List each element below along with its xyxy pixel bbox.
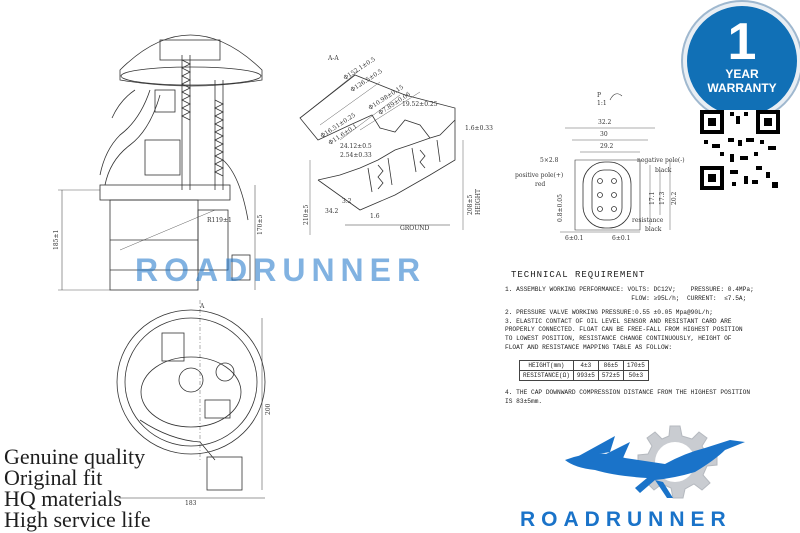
tech-line-5: PROPERLY CONNECTED. FLOAT CAN BE FREE-FA… [505,326,743,334]
conn-v3: 20.2 [671,191,678,205]
conn-w2: 30 [600,131,608,138]
tech-title: TECHNICAL REQUIREMENT [511,270,646,280]
table-cell: 86±5 [597,360,624,372]
technical-requirements: TECHNICAL REQUIREMENT 1. ASSEMBLY WORKIN… [505,270,755,406]
dim-d11: 210±5 [303,205,310,225]
conn-w3: 29.2 [600,143,614,150]
dim-d15: 1.6 [370,213,380,220]
warranty-badge: 1 YEAR WARRANTY [683,2,800,120]
feature-4: High service life [4,507,151,532]
dim-d7: 19.52±0.25 [402,101,438,108]
dim-height-200: 200 [265,403,272,415]
tech-line-7: FLOAT AND RESISTANCE MAPPING TABLE AS FO… [505,343,673,351]
conn-pos-color: red [535,181,545,188]
dim-radius: R119±1 [207,217,232,224]
conn-v1: 17.1 [649,192,656,205]
dim-height-185: 185±1 [53,230,60,250]
table-cell: 50±3 [622,370,649,382]
roadrunner-logo-icon [565,425,745,499]
dim-height-170: 170±5 [257,215,264,235]
tech-line-3: 2. PRESSURE VALVE WORKING PRESSURE:0.55 … [505,309,713,317]
float-resistance-table: HEIGHT(mm) 4±3 86±5 170±5 RESISTANCE(Ω) … [519,360,649,382]
conn-res: resistance [632,217,664,224]
dim-ground: GROUND [400,225,430,232]
table-header-height: HEIGHT(mm) [519,360,574,372]
dim-d10: 1.6±0.33 [465,125,493,132]
conn-h3: 0.8±0.05 [557,194,564,222]
conn-h2: 6±0.1 [612,235,630,242]
tech-line-9: IS 83±5mm. [505,397,543,405]
brand-watermark: ROADRUNNER [135,252,427,288]
brand-name: ROADRUNNER [520,508,732,531]
dim-d13: 34.2 [325,208,339,215]
dim-d9: 2.54±0.33 [340,152,372,159]
conn-pitch: 5×2.8 [540,157,559,164]
conn-h1: 6±0.1 [565,235,583,242]
section-label: A-A [327,55,339,62]
tech-line-6: TO LOWEST POSITION, RESISTANCE CHANGE CO… [505,334,732,342]
dim-d8: 24.12±0.5 [340,143,372,150]
tech-line-4: 3. ELASTIC CONTACT OF OIL LEVEL SENSOR A… [505,317,732,325]
conn-neg-color: black [655,167,672,174]
tech-line-2: FLOW: ≥95L/h; CURRENT: ≤7.5A; [505,294,747,302]
table-cell: 993±5 [572,370,599,382]
table-header-resistance: RESISTANCE(Ω) [519,370,574,382]
table-cell: 170±5 [622,360,649,372]
qr-code-icon [700,110,780,190]
feature-1: Genuine quality [4,444,146,469]
tech-line-1: 1. ASSEMBLY WORKING PERFORMANCE: VOLTS: … [505,286,754,293]
conn-v2: 17.3 [659,191,666,205]
view-label-p: P [597,92,601,99]
tech-line-8: 4. THE CAP DOWNWARD COMPRESSION DISTANCE… [505,389,751,397]
table-row: RESISTANCE(Ω) 993±5 572±5 50±3 [519,370,649,382]
feature-2: Original fit [4,465,103,490]
conn-pos: positive pole(+) [515,172,563,179]
table-row: HEIGHT(mm) 4±3 86±5 170±5 [519,360,649,372]
conn-res-color: black [645,226,662,233]
view-scale: 1:1 [597,100,607,107]
dim-height: HEIGHT [475,189,482,215]
conn-neg: negative pole(-) [637,157,685,164]
warranty-number: 1 [727,13,757,71]
conn-w1: 32.2 [598,119,612,126]
warranty-label: WARRANTY [707,81,777,95]
feature-3: HQ materials [4,486,122,511]
warranty-year: YEAR [725,67,759,81]
table-cell: 4±3 [572,360,599,372]
dim-d12: 208±5 [467,195,474,215]
dim-width-183: 183 [185,500,197,507]
view-label-a: A [199,303,205,310]
dim-d14: 3.2 [342,198,352,205]
table-cell: 572±5 [597,370,624,382]
